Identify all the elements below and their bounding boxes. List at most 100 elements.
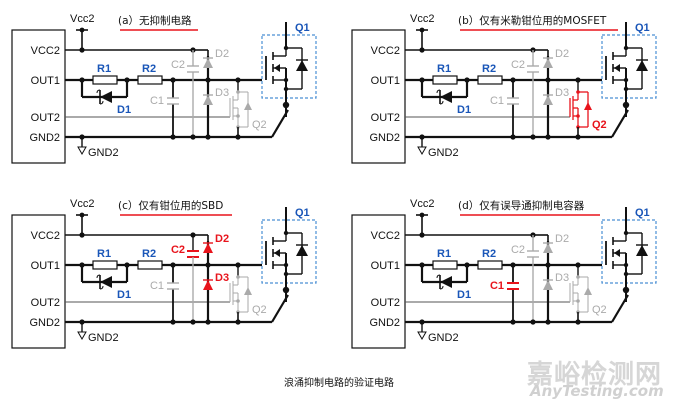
- diode-d1: [100, 91, 112, 103]
- junction-dot: [623, 45, 629, 51]
- label-q2: Q2: [592, 304, 607, 316]
- label-c1: C1: [490, 280, 504, 292]
- junction-dot: [79, 319, 85, 325]
- driver-ic-box: [351, 29, 406, 164]
- junction-dot: [510, 134, 516, 140]
- junction-dot: [235, 262, 241, 268]
- junction-dot: [170, 134, 176, 140]
- resistor-r2: [477, 260, 503, 270]
- junction-dot: [235, 77, 241, 83]
- pin-label-out2: OUT2: [371, 297, 400, 309]
- junction-dot: [283, 262, 289, 268]
- label-d1: D1: [117, 104, 131, 116]
- q2-body-diode: [244, 287, 252, 295]
- panel-title: (a）无抑制电路: [118, 14, 192, 27]
- junction-dot: [576, 299, 580, 303]
- resistor-r1: [92, 75, 118, 85]
- ground-icon: [77, 146, 87, 156]
- gnd-symbol-label: GND2: [428, 332, 459, 344]
- label-r2: R2: [482, 63, 496, 75]
- resistor-r2: [477, 75, 503, 85]
- junction-dot: [576, 90, 580, 94]
- diode-d2: [543, 243, 553, 253]
- label-d3: D3: [555, 87, 569, 99]
- pin-label-out1: OUT1: [371, 260, 400, 272]
- junction-dot: [545, 134, 551, 140]
- figure-caption: 浪涌抑制电路的验证电路: [284, 378, 394, 389]
- label-r1: R1: [97, 63, 111, 75]
- label-r1: R1: [437, 63, 451, 75]
- diode-d1: [100, 276, 112, 288]
- pin-label-out1: OUT1: [371, 75, 400, 87]
- driver-ic-box: [11, 214, 66, 349]
- junction-dot: [575, 262, 581, 268]
- watermark-url: AnyTesting.com: [530, 382, 664, 400]
- resistor-r1: [92, 260, 118, 270]
- label-c2: C2: [171, 244, 185, 256]
- watermark-text: 嘉峪检测网: [527, 360, 663, 390]
- junction-dot: [205, 77, 211, 83]
- junction-dot: [530, 319, 536, 325]
- label-d3: D3: [215, 272, 229, 284]
- pin-label-gnd2: GND2: [369, 317, 400, 329]
- label-c1: C1: [150, 95, 164, 107]
- q1-arrow: [274, 64, 280, 72]
- label-r2: R2: [482, 248, 496, 260]
- label-r1: R1: [97, 248, 111, 260]
- schottky-hook: [436, 274, 444, 290]
- junction-dot: [283, 230, 289, 236]
- diode-d2: [543, 58, 553, 68]
- junction-dot: [205, 134, 211, 140]
- pin-label-vcc2: VCC2: [31, 45, 60, 57]
- junction-dot: [236, 90, 240, 94]
- q1-body-diode: [636, 60, 648, 71]
- q1-module-box: [601, 219, 657, 284]
- q1-module-box: [261, 34, 317, 99]
- junction-dot: [575, 319, 581, 325]
- label-q1: Q1: [635, 22, 650, 34]
- diode-d2: [203, 243, 213, 253]
- junction-dot: [205, 262, 211, 268]
- q1-arrow: [614, 64, 620, 72]
- junction-dot: [170, 77, 176, 83]
- junction-dot: [623, 86, 629, 92]
- schottky-hook: [436, 89, 444, 105]
- label-d2: D2: [215, 233, 229, 245]
- q1-body-diode: [636, 245, 648, 256]
- junction-dot: [545, 262, 551, 268]
- label-q1: Q1: [635, 207, 650, 219]
- q1-body-diode: [296, 60, 308, 71]
- junction-dot: [545, 77, 551, 83]
- label-q1: Q1: [295, 22, 310, 34]
- junction-dot: [236, 275, 240, 279]
- label-d2: D2: [555, 233, 569, 245]
- junction-dot: [575, 77, 581, 83]
- label-d1: D1: [117, 289, 131, 301]
- label-q1: Q1: [295, 207, 310, 219]
- junction-dot: [235, 134, 241, 140]
- junction-dot: [545, 319, 551, 325]
- q2-body-diode: [244, 102, 252, 110]
- label-d3: D3: [555, 272, 569, 284]
- pin-label-vcc2: VCC2: [31, 230, 60, 242]
- panel-title: (b）仅有米勒钳位用的MOSFET: [458, 14, 607, 27]
- label-c1: C1: [150, 280, 164, 292]
- junction-dot: [283, 77, 289, 83]
- gnd-symbol-label: GND2: [88, 332, 119, 344]
- resistor-r2: [137, 75, 163, 85]
- junction-dot: [235, 319, 241, 325]
- pin-label-gnd2: GND2: [29, 132, 60, 144]
- label-q2: Q2: [252, 304, 267, 316]
- label-d1: D1: [457, 289, 471, 301]
- junction-dot: [530, 134, 536, 140]
- pin-label-out1: OUT1: [31, 75, 60, 87]
- junction-dot: [576, 275, 580, 279]
- junction-dot: [190, 134, 196, 140]
- q1-body-diode: [296, 245, 308, 256]
- label-r1: R1: [437, 248, 451, 260]
- pin-label-gnd2: GND2: [29, 317, 60, 329]
